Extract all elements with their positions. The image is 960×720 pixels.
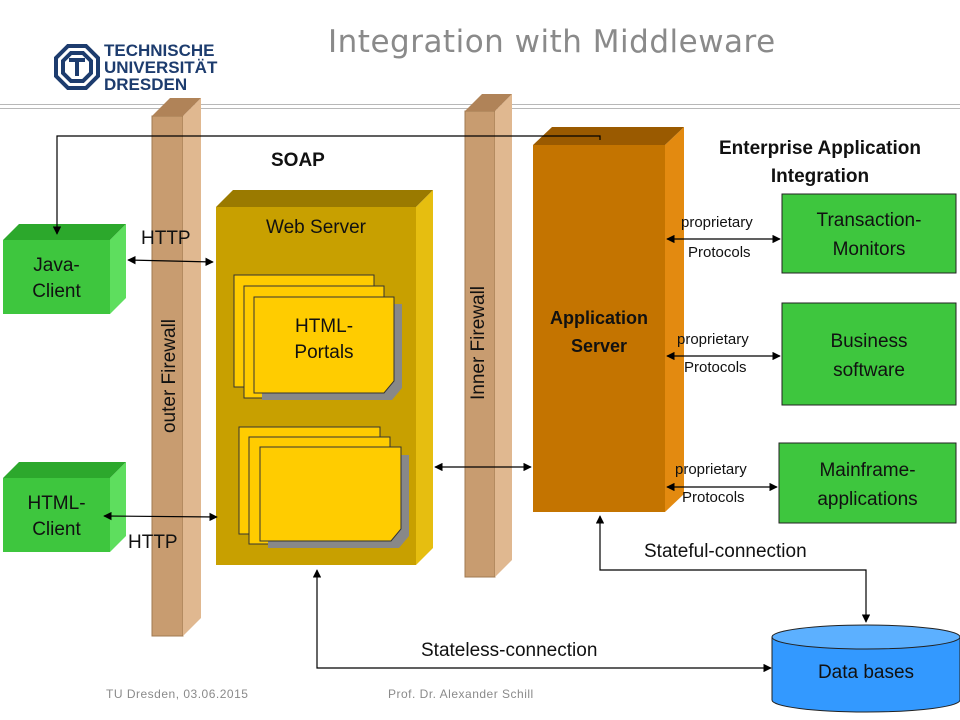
stateless-connector [312,569,772,673]
backend-name-line: Transaction- [816,210,922,231]
logo-line: DRESDEN [104,75,188,94]
eai-label-line: Enterprise Application [719,138,921,159]
application-server-line: Server [570,336,628,356]
html-portals-line: Portals [294,342,354,363]
tu-dresden-logo-icon [54,44,100,90]
mainframe-applications-shape [778,442,957,524]
http-top-arrow [127,255,214,267]
transaction-monitors-label: Transaction- Monitors [782,206,956,264]
web-server-label: Web Server [266,217,366,238]
business-software-label: Business software [782,327,956,385]
html-portals-label: HTML- Portals [254,314,394,366]
backend-name-line: software [833,360,905,381]
eai-label-line: Integration [770,166,870,187]
logo-line: TECHNISCHE [104,41,215,60]
html-portals-docs [233,274,402,400]
protocol-label: Protocols [684,359,747,376]
java-client-label: Java- Client [3,253,110,305]
outer-firewall-label: outer Firewall [159,318,180,434]
application-server-label: Application Server [533,304,665,360]
protocol-label: Protocols [682,489,745,506]
footer-right: Prof. Dr. Alexander Schill [388,687,534,701]
inner-firewall-shape [464,94,512,578]
logo-text: TECHNISCHE UNIVERSITÄT DRESDEN [104,42,217,93]
java-client-shape [3,224,126,314]
protocol-label: proprietary [681,214,753,231]
data-bases-label: Data bases [817,662,915,683]
inner-firewall-label: Inner Firewall [468,285,489,401]
stateful-label: Stateful-connection [644,541,807,562]
data-bases-shape [771,624,960,713]
mainframe-applications-label: Mainframe- applications [779,456,956,514]
business-software-shape [781,302,957,406]
backend-name-line: Business [830,331,908,352]
eai-label: Enterprise Application Integration [692,135,948,191]
protocol-label: proprietary [677,331,749,348]
html-client-label: HTML- Client [3,491,110,543]
java-client-line: Java- [33,255,80,276]
html-client-line: HTML- [27,493,86,514]
protocol-label: proprietary [675,461,747,478]
http-bottom-label: HTTP [128,532,178,553]
lower-docs [238,426,409,548]
backend-name-line: Monitors [832,239,906,260]
html-portals-line: HTML- [294,316,354,337]
logo-line: UNIVERSITÄT [104,58,218,77]
protocol-label: Protocols [688,244,751,261]
soap-label: SOAP [271,150,325,171]
java-client-line: Client [32,281,81,302]
transaction-monitors-shape [781,193,957,274]
application-server-shape [533,127,684,512]
application-server-line: Application [550,308,648,328]
html-client-line: Client [32,519,81,540]
soap-connector [52,135,601,235]
backend-name-line: applications [817,489,918,510]
stateful-connector [595,515,871,623]
page-title: Integration with Middleware [328,24,776,60]
footer-left: TU Dresden, 03.06.2015 [106,687,249,701]
html-client-shape [3,462,126,552]
http-top-label: HTTP [141,228,191,249]
stateless-label: Stateless-connection [421,640,598,661]
backend-name-line: Mainframe- [819,460,916,481]
outer-firewall-shape [151,98,201,637]
http-bottom-arrow [103,511,218,522]
